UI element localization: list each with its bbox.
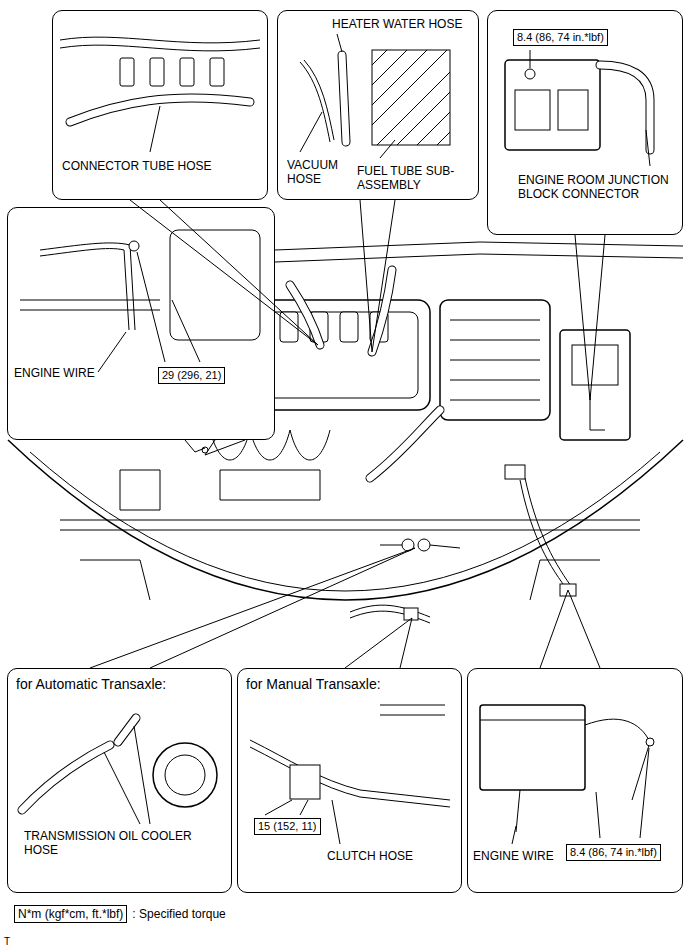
callout-panel: HEATER WATER HOSE VACUUM HOSE FUEL TUBE SU… [277, 10, 479, 200]
figure-mark: T [4, 936, 10, 948]
part-name: FUEL TUBE SUB-ASSEMBLY [356, 164, 468, 193]
torque-legend-box: N*m (kgf*cm, ft.*lbf) [14, 905, 127, 923]
part-name: ENGINE ROOM JUNCTION BLOCK CONNECTOR [517, 173, 679, 202]
torque-box: 8.4 (86, 74 in.*lbf) [566, 844, 661, 861]
callout-panel: CONNECTOR TUBE HOSE [52, 10, 268, 200]
callout-panel: ENGINE WIRE 8.4 (86, 74 in.*lbf) [467, 668, 683, 893]
part-name: ENGINE WIRE [13, 366, 96, 380]
torque-value: 8.4 (86, 74 in.*lbf) [570, 846, 657, 859]
callout-panel: ENGINE ROOM JUNCTION BLOCK CONNECTOR 8.4 … [487, 10, 683, 235]
torque-value: 8.4 (86, 74 in.*lbf) [517, 31, 604, 44]
part-name: HEATER WATER HOSE [331, 17, 463, 31]
callout-lines [90, 200, 605, 668]
torque-value: 15 (152, 11) [258, 820, 317, 833]
torque-box: 15 (152, 11) [254, 818, 321, 835]
clutch-hose-detail [250, 705, 450, 844]
engine-wire-detail [20, 230, 260, 372]
torque-box: 8.4 (86, 74 in.*lbf) [513, 29, 608, 46]
torque-value: N*m (kgf*cm, ft.*lbf) [18, 907, 123, 921]
connector-tube-detail [60, 37, 260, 152]
part-name: VACUUM HOSE [286, 158, 348, 187]
torque-box: 29 (296, 21) [158, 367, 225, 384]
legend-text: : Specified torque [132, 907, 225, 921]
part-name: TRANSMISSION OIL COOLER HOSE [23, 829, 225, 858]
callout-panel: for Manual Transaxle: CLUTCH HOSE 15 (152,… [237, 668, 462, 893]
battery-wire-detail [480, 705, 654, 844]
part-name: CLUTCH HOSE [326, 849, 414, 863]
part-name: ENGINE WIRE [472, 849, 555, 863]
callout-panel: ENGINE WIRE 29 (296, 21) [7, 207, 275, 440]
torque-value: 29 (296, 21) [162, 369, 221, 382]
heater-hose-detail [300, 34, 450, 158]
panel-grounds [7, 10, 683, 893]
variant-heading: for Automatic Transaxle: [15, 676, 167, 693]
oil-cooler-detail [22, 718, 217, 824]
variant-heading: for Manual Transaxle: [245, 676, 382, 693]
part-name: CONNECTOR TUBE HOSE [61, 159, 213, 173]
callout-panel: for Automatic Transaxle: TRANSMISSION OIL… [7, 668, 232, 893]
junction-block-detail [505, 50, 650, 166]
